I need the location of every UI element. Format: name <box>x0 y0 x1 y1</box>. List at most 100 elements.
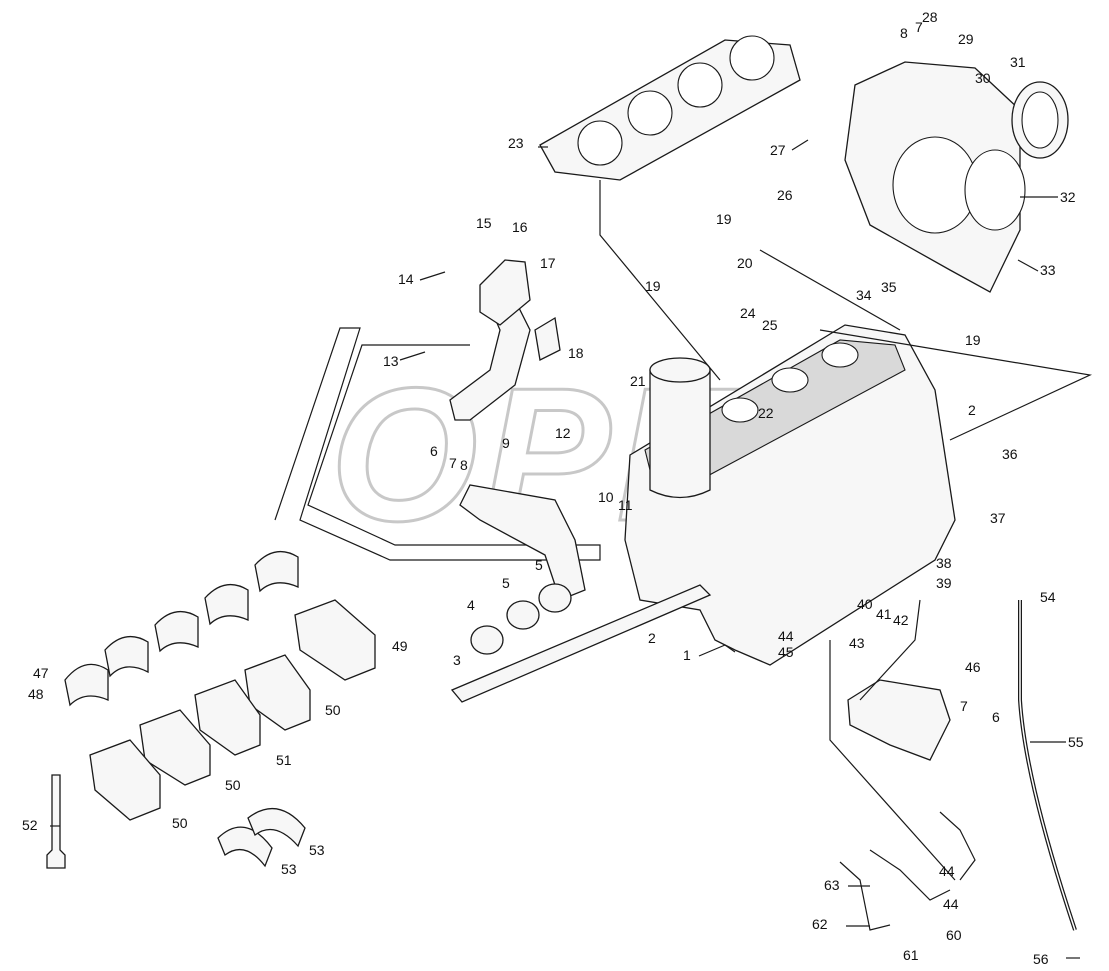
cylinder-liner <box>649 357 711 499</box>
outlet-flange <box>479 259 531 326</box>
callout-45: 45 <box>778 644 794 660</box>
callout-5b: 5 <box>535 557 543 573</box>
callout-19a: 19 <box>716 211 732 227</box>
callout-29: 29 <box>958 31 974 47</box>
callout-43: 43 <box>849 635 865 651</box>
callout-26: 26 <box>777 187 793 203</box>
callout-50a: 50 <box>325 702 341 718</box>
callout-47: 47 <box>33 665 49 681</box>
callout-5a: 5 <box>502 575 510 591</box>
callout-50b: 50 <box>225 777 241 793</box>
callout-17: 17 <box>540 255 556 271</box>
cap-bolt <box>46 774 66 869</box>
thrust-washer-a <box>217 826 273 868</box>
bearing-caps <box>89 599 376 821</box>
callout-21: 21 <box>630 373 646 389</box>
callout-20: 20 <box>737 255 753 271</box>
callout-36: 36 <box>1002 446 1018 462</box>
callout-6a: 6 <box>430 443 438 459</box>
callout-10: 10 <box>598 489 614 505</box>
callout-41: 41 <box>876 606 892 622</box>
callout-7c: 7 <box>915 19 923 35</box>
callout-8b: 8 <box>900 25 908 41</box>
callout-49: 49 <box>392 638 408 654</box>
callout-25: 25 <box>762 317 778 333</box>
callout-63: 63 <box>824 877 840 893</box>
callout-39: 39 <box>936 575 952 591</box>
callout-35: 35 <box>881 279 897 295</box>
cam-bushing-5b <box>538 583 572 613</box>
callout-13: 13 <box>383 353 399 369</box>
callout-42: 42 <box>893 612 909 628</box>
callout-22: 22 <box>758 405 774 421</box>
callout-labels: 1 2 2 3 4 5 5 6 6 7 7 7 8 8 9 10 11 12 1… <box>22 9 1084 967</box>
callout-23: 23 <box>508 135 524 151</box>
callout-50c: 50 <box>172 815 188 831</box>
callout-24: 24 <box>740 305 756 321</box>
callout-48: 48 <box>28 686 44 702</box>
callout-28: 28 <box>922 9 938 25</box>
callout-8a: 8 <box>460 457 468 473</box>
callout-52: 52 <box>22 817 38 833</box>
callout-4: 4 <box>467 597 475 613</box>
callout-33: 33 <box>1040 262 1056 278</box>
bracket <box>459 484 586 601</box>
label-ticks <box>50 139 1080 959</box>
thrust-washer-b <box>247 807 306 848</box>
dipstick-tube-inner <box>1019 600 1076 931</box>
callout-15: 15 <box>476 215 492 231</box>
callout-1: 1 <box>683 647 691 663</box>
callout-44b: 44 <box>939 863 955 879</box>
callout-32: 32 <box>1060 189 1076 205</box>
rear-plate <box>844 61 1026 293</box>
callout-19c: 19 <box>965 332 981 348</box>
callout-56: 56 <box>1033 951 1049 967</box>
camshaft <box>450 584 712 703</box>
callout-55: 55 <box>1068 734 1084 750</box>
callout-61: 61 <box>903 947 919 963</box>
callout-53b: 53 <box>281 861 297 877</box>
cam-bushing-5a <box>506 600 540 630</box>
callout-44c: 44 <box>943 896 959 912</box>
callout-34: 34 <box>856 287 872 303</box>
callout-18: 18 <box>568 345 584 361</box>
cam-bushing-4 <box>470 625 504 655</box>
callout-7b: 7 <box>960 698 968 714</box>
leader-lines <box>599 180 1093 881</box>
callout-40: 40 <box>857 596 873 612</box>
callout-62: 62 <box>812 916 828 932</box>
main-bearing-shells <box>64 550 299 707</box>
callout-44a: 44 <box>778 628 794 644</box>
assembly-outline <box>274 327 601 561</box>
callout-27: 27 <box>770 142 786 158</box>
support-bracket <box>847 679 951 761</box>
callout-2b: 2 <box>648 630 656 646</box>
callout-30: 30 <box>975 70 991 86</box>
callout-37: 37 <box>990 510 1006 526</box>
callout-60: 60 <box>946 927 962 943</box>
callout-31: 31 <box>1010 54 1026 70</box>
callout-2a: 2 <box>968 402 976 418</box>
water-pipe <box>449 289 531 421</box>
callout-12: 12 <box>555 425 571 441</box>
dipstick-tube <box>1018 600 1077 931</box>
strainer-bracket <box>839 811 976 931</box>
callout-3: 3 <box>453 652 461 668</box>
callout-46: 46 <box>965 659 981 675</box>
head-gasket <box>539 35 801 181</box>
callout-7a: 7 <box>449 455 457 471</box>
callout-51: 51 <box>276 752 292 768</box>
callout-54: 54 <box>1040 589 1056 605</box>
callout-53a: 53 <box>309 842 325 858</box>
oil-seal <box>1011 81 1069 159</box>
callout-38: 38 <box>936 555 952 571</box>
callout-11: 11 <box>618 497 633 513</box>
callout-6b: 6 <box>992 709 1000 725</box>
callout-9: 9 <box>502 435 510 451</box>
gasket-18 <box>534 316 561 361</box>
callout-14: 14 <box>398 271 414 287</box>
callout-16: 16 <box>512 219 528 235</box>
callout-19b: 19 <box>645 278 661 294</box>
